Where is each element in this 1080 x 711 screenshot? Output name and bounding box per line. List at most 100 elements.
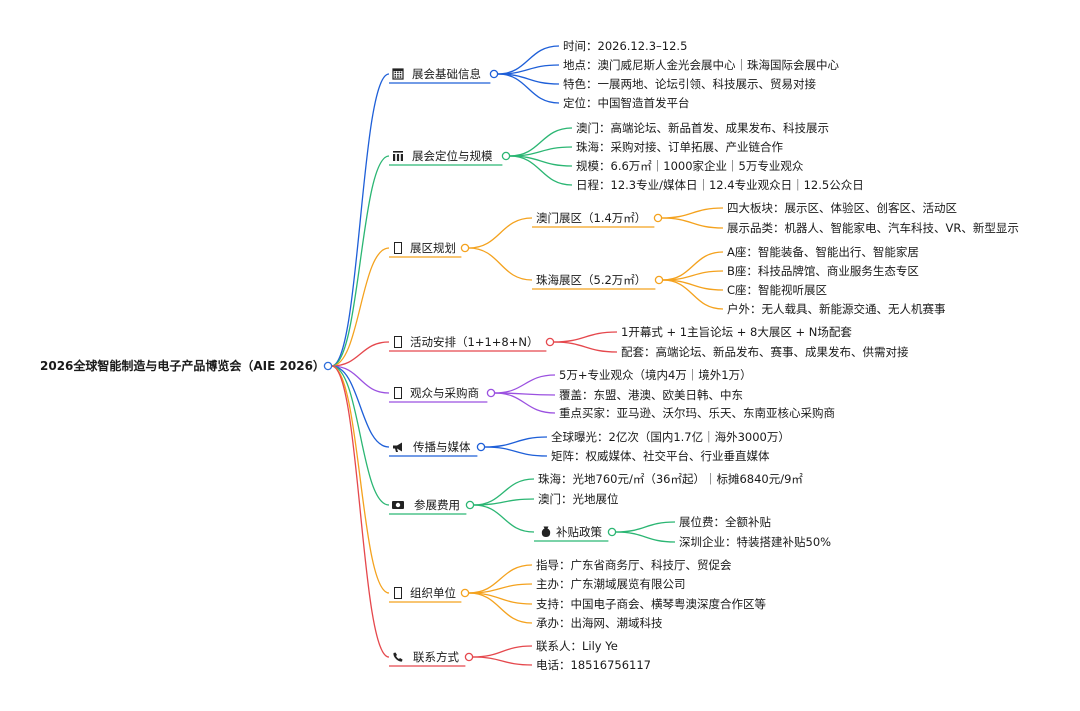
bar-chart-icon xyxy=(393,151,403,161)
edge-zones-0-0 xyxy=(661,207,724,219)
zones-item-0-dot[interactable] xyxy=(653,213,663,223)
organizers-item-0: 指导：广东省商务厅、科技厅、贸促会 xyxy=(536,558,732,572)
calendar-icon xyxy=(392,68,404,80)
branch-contact-dot[interactable] xyxy=(464,652,474,662)
edge-positioning-3 xyxy=(509,155,573,186)
edge-zones-1 xyxy=(468,247,533,281)
edge-media-1 xyxy=(484,446,548,457)
branch-organizers-label: 组织单位 xyxy=(410,586,456,600)
fees-item-1: 澳门：光地展位 xyxy=(538,492,619,506)
edge-fees-2-1 xyxy=(615,531,676,543)
zones-item-0: 澳门展区（1.4万㎡） xyxy=(536,211,646,225)
branch-organizers-dot[interactable] xyxy=(460,588,470,598)
branch-basic-dot[interactable] xyxy=(489,69,499,79)
branch-audience-label: 观众与采购商 xyxy=(410,386,479,400)
zones-item-0-sub-0: 四大板块：展示区、体验区、创客区、活动区 xyxy=(727,201,957,215)
branch-fees-label: 参展费用 xyxy=(414,498,460,512)
organizers-item-1: 主办：广东潮域展览有限公司 xyxy=(536,577,686,591)
edge-organizers-3 xyxy=(468,592,533,624)
branch-positioning-dot[interactable] xyxy=(501,151,511,161)
zones-item-1-sub-3: 户外：无人载具、新能源交通、无人机赛事 xyxy=(727,302,946,316)
organizers-item-2: 支持：中国电子商会、横琴粤澳深度合作区等 xyxy=(536,597,766,611)
edge-audience-0 xyxy=(494,374,556,394)
audience-item-1: 覆盖：东盟、港澳、欧美日韩、中东 xyxy=(559,388,743,402)
edge-contact-1 xyxy=(472,656,533,666)
positioning-item-2: 规模：6.6万㎡｜1000家企业｜5万专业观众 xyxy=(576,159,804,173)
edge-root-organizers xyxy=(331,365,390,594)
event-icon xyxy=(394,336,402,348)
basic-item-2: 特色：一展两地、论坛引领、科技展示、贸易对接 xyxy=(563,77,816,91)
money-bag-icon xyxy=(541,526,551,537)
fees-item-2-sub-1: 深圳企业：特装搭建补贴50% xyxy=(679,535,831,549)
branch-events-dot[interactable] xyxy=(545,337,555,347)
positioning-item-3: 日程：12.3专业/媒体日｜12.4专业观众日｜12.5公众日 xyxy=(576,178,864,192)
events-item-1: 配套：高端论坛、新品发布、赛事、成果发布、供需对接 xyxy=(621,345,909,359)
edge-fees-2 xyxy=(473,504,535,533)
zones-item-0-sub-1: 展示品类：机器人、智能家电、汽车科技、VR、新型显示 xyxy=(727,221,1019,235)
edge-events-0 xyxy=(553,331,618,343)
fees-item-2: 补贴政策 xyxy=(556,525,602,539)
audience-item-2: 重点买家：亚马逊、沃尔玛、乐天、东南亚核心采购商 xyxy=(559,406,835,420)
edge-audience-2 xyxy=(494,392,556,414)
fees-item-0: 珠海：光地760元/㎡（36㎡起）｜标摊6840元/9㎡ xyxy=(538,472,803,486)
zones-item-1-sub-2: C座：智能视听展区 xyxy=(727,283,827,297)
building-icon xyxy=(394,587,402,599)
basic-item-0: 时间：2026.12.3–12.5 xyxy=(563,39,687,53)
edge-events-1 xyxy=(553,341,618,353)
edge-root-fees xyxy=(331,365,390,506)
branch-fees-dot[interactable] xyxy=(465,500,475,510)
money-icon xyxy=(392,501,404,509)
edge-contact-0 xyxy=(472,645,533,658)
zones-item-1: 珠海展区（5.2万㎡） xyxy=(536,273,646,287)
audience-item-0: 5万+专业观众（境内4万｜境外1万） xyxy=(559,368,752,382)
zones-item-1-dot[interactable] xyxy=(654,275,664,285)
mind-map-edges xyxy=(331,45,724,667)
edge-root-events xyxy=(331,341,390,367)
contact-item-1: 电话：18516756117 xyxy=(536,658,651,672)
fees-item-2-dot[interactable] xyxy=(607,527,617,537)
events-item-0: 1开幕式 + 1主旨论坛 + 8大展区 + N场配套 xyxy=(621,325,852,339)
media-item-1: 矩阵：权威媒体、社交平台、行业垂直媒体 xyxy=(551,449,770,463)
basic-item-1: 地点：澳门威尼斯人金光会展中心｜珠海国际会展中心 xyxy=(563,58,839,72)
positioning-item-0: 澳门：高端论坛、新品首发、成果发布、科技展示 xyxy=(576,121,829,135)
branch-zones-dot[interactable] xyxy=(460,243,470,253)
branch-events-label: 活动安排（1+1+8+N） xyxy=(410,335,538,349)
edge-media-0 xyxy=(484,436,548,448)
basic-item-3: 定位：中国智造首发平台 xyxy=(563,96,690,110)
edge-root-media xyxy=(331,365,390,448)
media-item-0: 全球曝光：2亿次（国内1.7亿｜海外3000万） xyxy=(551,430,790,444)
phone-icon xyxy=(393,652,403,662)
edge-zones-1-3 xyxy=(662,279,724,310)
branch-positioning-label: 展会定位与规模 xyxy=(412,149,493,163)
mind-map-nodes: 2026全球智能制造与电子产品博览会（AIE 2026） 展会基础信息 时间：202… xyxy=(40,39,1019,672)
zones-item-1-sub-1: B座：科技品牌馆、商业服务生态专区 xyxy=(727,264,919,278)
people-icon xyxy=(394,387,402,399)
organizers-item-3: 承办：出海网、潮域科技 xyxy=(536,616,663,630)
edge-root-basic xyxy=(331,73,390,367)
root-node-dot[interactable] xyxy=(323,361,333,371)
edge-root-contact xyxy=(331,365,390,658)
edge-fees-1 xyxy=(473,498,535,506)
edge-root-audience xyxy=(331,365,390,394)
edge-zones-0-1 xyxy=(661,217,724,229)
edge-basic-3 xyxy=(497,73,560,104)
branch-media-label: 传播与媒体 xyxy=(413,440,471,454)
contact-item-0: 联系人：Lily Ye xyxy=(536,639,618,653)
map-icon xyxy=(394,242,402,254)
zones-item-1-sub-0: A座：智能装备、智能出行、智能家居 xyxy=(727,245,919,259)
fees-item-2-sub-0: 展位费：全额补贴 xyxy=(679,515,771,529)
edge-root-zones xyxy=(331,247,390,367)
edge-fees-2-0 xyxy=(615,521,676,533)
branch-basic-label: 展会基础信息 xyxy=(412,67,481,81)
megaphone-icon xyxy=(393,442,402,452)
branch-audience-dot[interactable] xyxy=(486,388,496,398)
branch-contact-label: 联系方式 xyxy=(413,650,459,664)
branch-zones-label: 展区规划 xyxy=(410,241,456,255)
positioning-item-1: 珠海：采购对接、订单拓展、产业链合作 xyxy=(576,140,783,154)
edge-root-positioning xyxy=(331,155,390,367)
branch-media-dot[interactable] xyxy=(476,442,486,452)
edge-fees-0 xyxy=(473,478,535,506)
edge-zones-0 xyxy=(468,217,533,249)
root-title: 2026全球智能制造与电子产品博览会（AIE 2026） xyxy=(40,358,325,373)
